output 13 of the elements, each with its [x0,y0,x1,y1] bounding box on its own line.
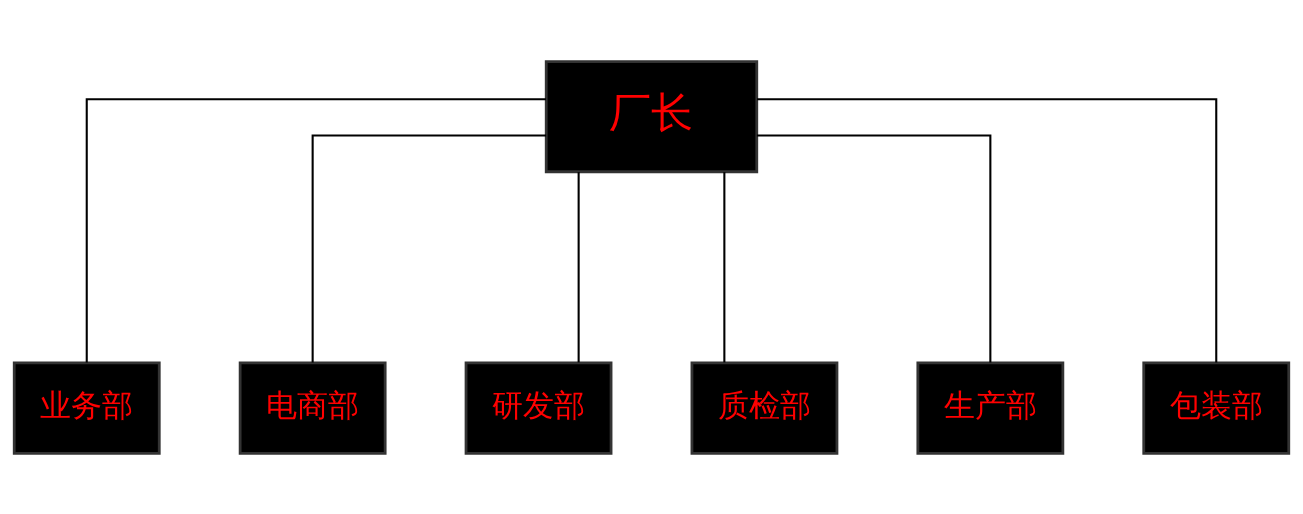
connector [311,133,547,362]
node-box: 厂长 [544,59,759,173]
node-box: 业务部 [12,360,161,455]
connector [723,171,726,362]
connector [757,97,1218,363]
connector [577,171,580,362]
node-box: 包装部 [1142,360,1291,455]
node-box: 生产部 [916,360,1065,455]
connector [85,97,546,363]
node-box: 电商部 [238,360,387,455]
connector [756,133,992,362]
node-box: 研发部 [464,360,613,455]
node-box: 质检部 [690,360,839,455]
